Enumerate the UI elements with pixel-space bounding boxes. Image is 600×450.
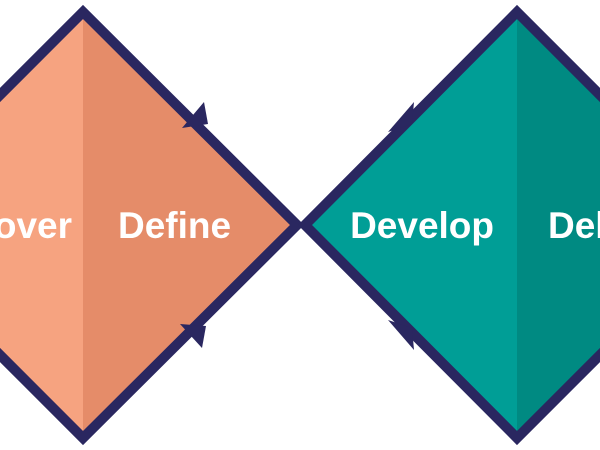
develop-region [305,12,517,438]
define-region [83,12,297,438]
arrow-icon [182,102,208,128]
arrow-icon [388,102,414,132]
right-diamond-outline [297,4,600,446]
right-diamond [297,4,600,446]
deliver-region [517,12,600,438]
arrow-icon [180,324,206,348]
phase-labels: Discover Define Develop Deliver [0,205,600,246]
left-diamond [0,4,305,446]
flow-arrows [180,102,414,350]
arrow-icon [388,320,414,350]
phase-label-deliver: Deliver [548,205,600,246]
phase-label-define: Define [118,205,231,246]
left-diamond-outline [0,4,305,446]
phase-label-develop: Develop [350,205,494,246]
discover-region [0,12,83,438]
phase-label-discover: Discover [0,205,72,246]
